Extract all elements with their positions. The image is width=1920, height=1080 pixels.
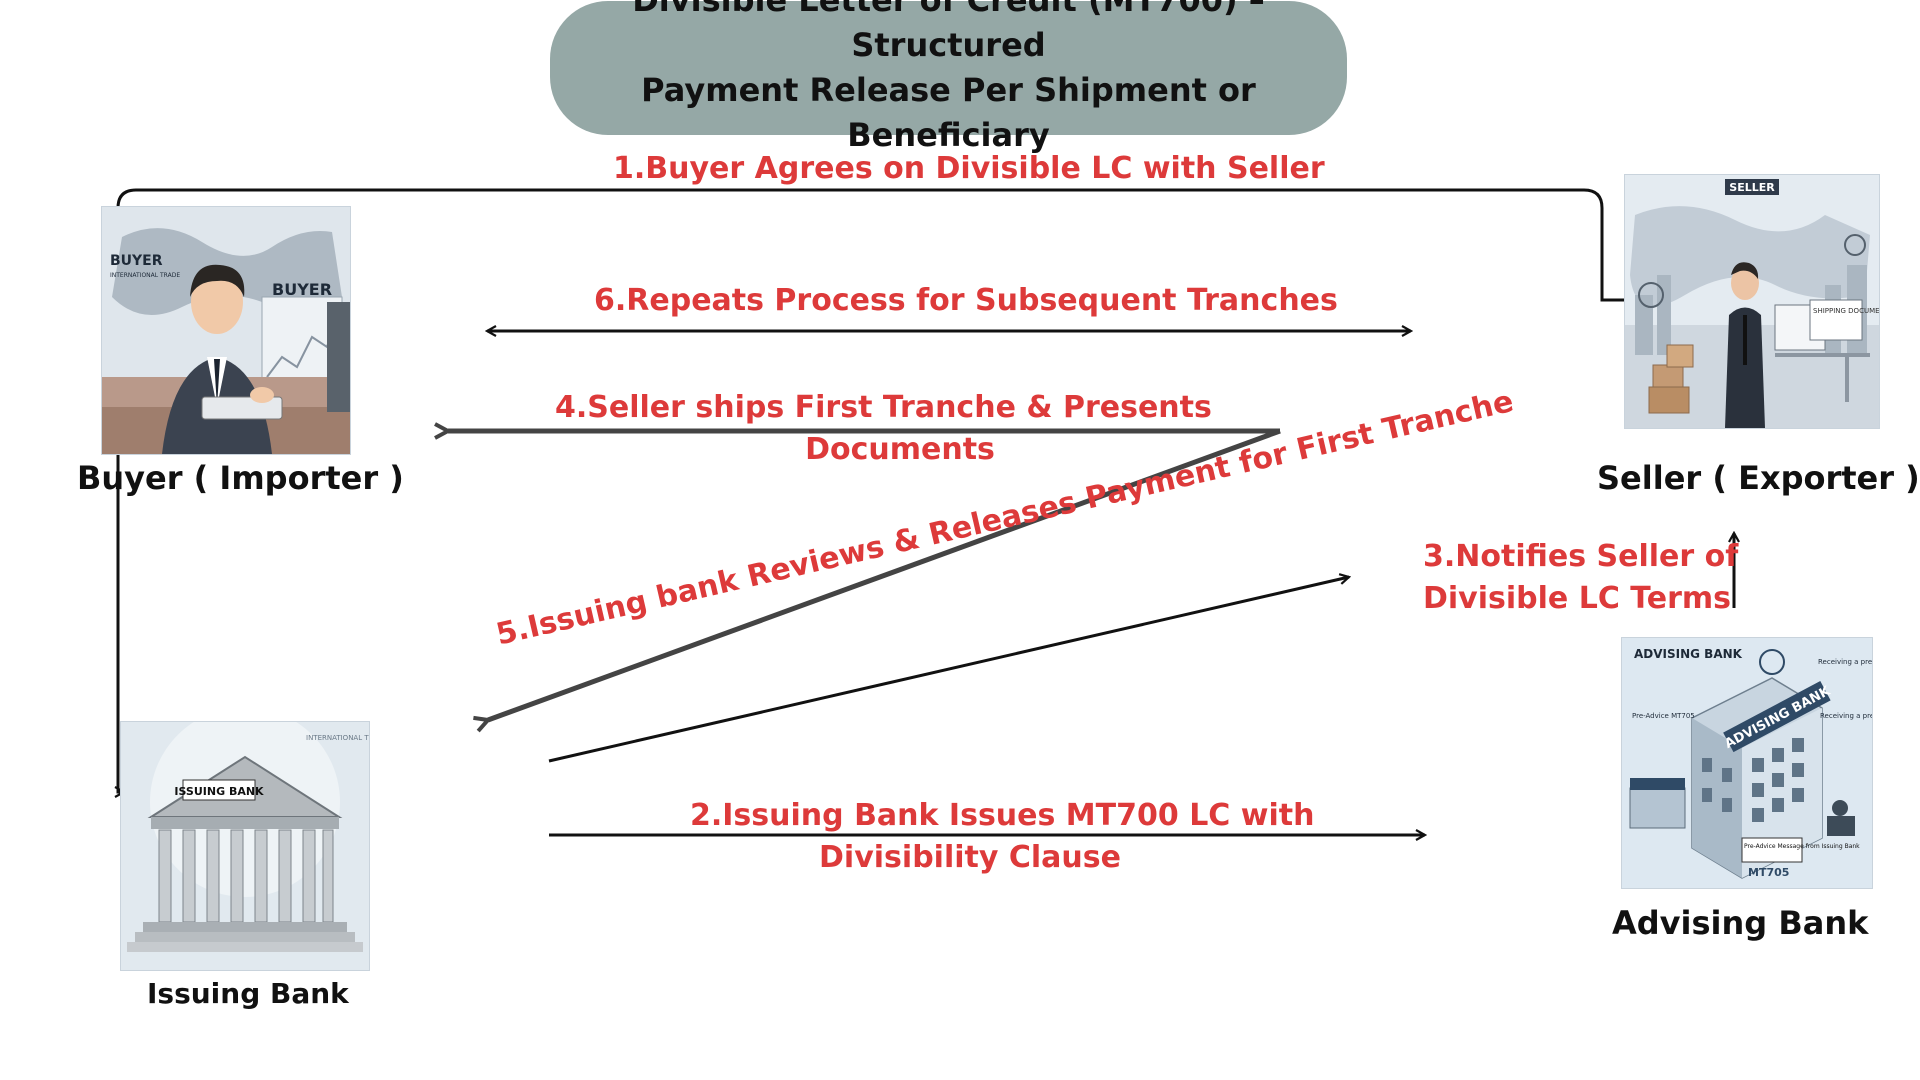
title-line-2: Payment Release Per Shipment or Benefici…	[641, 71, 1256, 154]
step3-line-1: 3.Notifies Seller of	[1423, 539, 1739, 574]
step2-label: 2.Issuing Bank Issues MT700 LC with Divi…	[690, 795, 1315, 879]
issuing-bank-illustration: ISSUING BANK INTERNATIONAL TRADE FINANCE	[120, 721, 370, 971]
step2-line-2: Divisibility Clause	[819, 840, 1121, 875]
advising-mt-text: MT705	[1748, 866, 1789, 879]
buyer-illustration: BUYER INTERNATIONAL TRADE BUYER	[101, 206, 351, 455]
step1-label: 1.Buyer Agrees on Divisible LC with Sell…	[613, 151, 1325, 186]
arrow-step1-loop	[118, 188, 1625, 792]
buyer-sign-text: BUYER	[272, 280, 332, 299]
buyer-corner-subtext: INTERNATIONAL TRADE	[110, 272, 180, 279]
arrow-step4-to-issuing	[488, 428, 1281, 720]
advising-bank-illustration: ADVISING BANK ADVISING BANK Receiving a …	[1621, 637, 1873, 889]
issuing-bank-label: Issuing Bank	[147, 977, 349, 1010]
advising-title-text: ADVISING BANK	[1634, 647, 1743, 661]
advising-note-2: Receiving a pre-advice message and ident…	[1820, 712, 1872, 720]
issuing-side-text: INTERNATIONAL TRADE FINANCE	[306, 734, 369, 742]
step3-line-2: Divisible LC Terms	[1423, 581, 1732, 616]
seller-label: Seller ( Exporter )	[1597, 459, 1920, 497]
issuing-sign-text: ISSUING BANK	[174, 785, 264, 798]
step2-line-1: 2.Issuing Bank Issues MT700 LC with	[690, 798, 1315, 833]
step4-line-2: Documents	[805, 432, 995, 467]
step6-label: 6.Repeats Process for Subsequent Tranche…	[594, 283, 1338, 318]
step4-label: 4.Seller ships First Tranche & Presents …	[555, 387, 1212, 471]
arrow-step5	[548, 577, 1349, 763]
advising-preadvice-text: Pre-Advice MT705	[1632, 712, 1695, 720]
step4-line-1: 4.Seller ships First Tranche & Presents	[555, 390, 1212, 425]
seller-doc-text: SHIPPING DOCUMENTS	[1813, 307, 1879, 315]
advising-note-1: Receiving a pre-advice SWIFT bank trade …	[1818, 658, 1872, 666]
seller-sign-text: SELLER	[1729, 181, 1775, 194]
advising-card-text: Pre-Advice Message from Issuing Bank	[1744, 843, 1860, 850]
step3-label: 3.Notifies Seller of Divisible LC Terms	[1423, 536, 1738, 620]
seller-illustration: SELLER SHIPPING DOCUMENTS	[1624, 174, 1880, 429]
buyer-label: Buyer ( Importer )	[77, 459, 404, 497]
advising-bank-label: Advising Bank	[1612, 904, 1869, 942]
buyer-corner-text: BUYER	[110, 253, 163, 269]
title-line-1: Divisible Letter of Credit (MT700) – Str…	[632, 0, 1265, 64]
diagram-title: Divisible Letter of Credit (MT700) – Str…	[550, 0, 1347, 154]
